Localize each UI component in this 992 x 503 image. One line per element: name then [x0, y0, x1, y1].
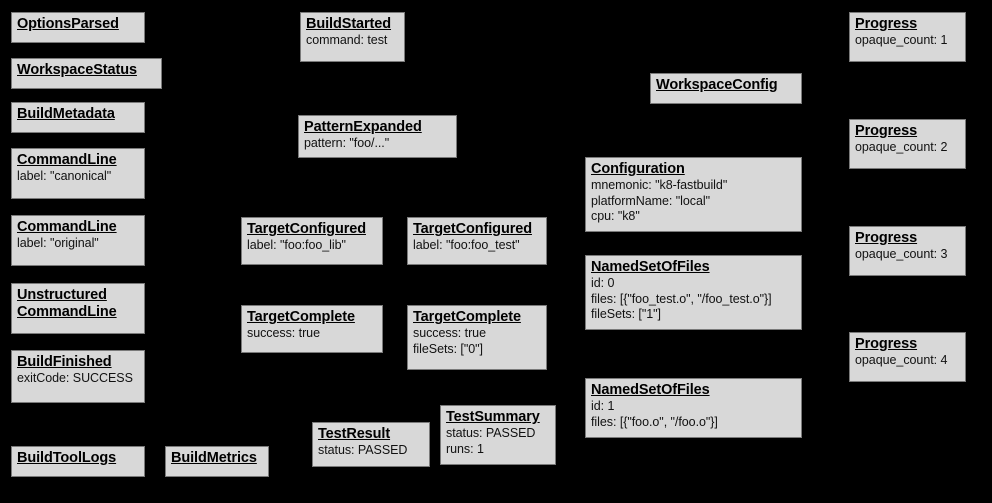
node-title: BuildMetadata — [17, 106, 115, 122]
node-title: Progress — [855, 123, 918, 139]
node-title: TestResult — [318, 426, 391, 442]
node-fields: opaque_count: 2 — [855, 140, 948, 154]
node-fields: opaque_count: 4 — [855, 353, 948, 367]
node-fields: mnemonic: "k8-fastbuild" platformName: "… — [591, 178, 728, 223]
node-fields: command: test — [306, 33, 388, 47]
node-title: Unstructured CommandLine — [17, 287, 117, 320]
node-fields: label: "foo:foo_lib" — [247, 238, 346, 252]
node-title: CommandLine — [17, 219, 117, 235]
node-title: WorkspaceStatus — [17, 62, 137, 78]
node-title: NamedSetOfFiles — [591, 382, 710, 398]
node-title: OptionsParsed — [17, 16, 119, 32]
node-fields: label: "canonical" — [17, 169, 112, 183]
node-title: BuildToolLogs — [17, 450, 117, 466]
node-fields: opaque_count: 1 — [855, 33, 948, 47]
node-fields: id: 0 files: [{"foo_test.o", "/foo_test.… — [591, 276, 772, 321]
node-title: TargetConfigured — [413, 221, 532, 237]
node-build-metrics[interactable]: BuildMetrics — [165, 446, 269, 477]
node-fields: status: PASSED runs: 1 — [446, 426, 536, 456]
node-fields: label: "original" — [17, 236, 99, 250]
node-workspace-status[interactable]: WorkspaceStatus — [11, 58, 162, 89]
node-fields: opaque_count: 3 — [855, 247, 948, 261]
node-fields: id: 1 files: [{"foo.o", "/foo.o"}] — [591, 399, 718, 429]
node-title: WorkspaceConfig — [656, 77, 778, 93]
node-workspace-config[interactable]: WorkspaceConfig — [650, 73, 802, 104]
node-title: Configuration — [591, 161, 685, 177]
node-fields: exitCode: SUCCESS — [17, 371, 133, 385]
node-fields: success: true fileSets: ["0"] — [413, 326, 486, 356]
node-fields: label: "foo:foo_test" — [413, 238, 520, 252]
node-build-tool-logs[interactable]: BuildToolLogs — [11, 446, 145, 477]
node-title: PatternExpanded — [304, 119, 422, 135]
node-title: Progress — [855, 16, 918, 32]
node-fields: pattern: "foo/..." — [304, 136, 390, 150]
node-title: CommandLine — [17, 152, 117, 168]
node-title: TargetComplete — [247, 309, 355, 325]
node-options-parsed[interactable]: OptionsParsed — [11, 12, 145, 43]
node-title: TargetComplete — [413, 309, 521, 325]
node-title: BuildFinished — [17, 354, 112, 370]
node-title: BuildMetrics — [171, 450, 257, 466]
node-fields: status: PASSED — [318, 443, 408, 457]
node-title: NamedSetOfFiles — [591, 259, 710, 275]
node-unstructured-command-line[interactable]: Unstructured CommandLine — [11, 283, 145, 334]
node-title: TestSummary — [446, 409, 540, 425]
node-title: TargetConfigured — [247, 221, 366, 237]
node-fields: success: true — [247, 326, 320, 340]
node-build-metadata[interactable]: BuildMetadata — [11, 102, 145, 133]
node-title: BuildStarted — [306, 16, 392, 32]
node-title: Progress — [855, 230, 918, 246]
node-title: Progress — [855, 336, 918, 352]
